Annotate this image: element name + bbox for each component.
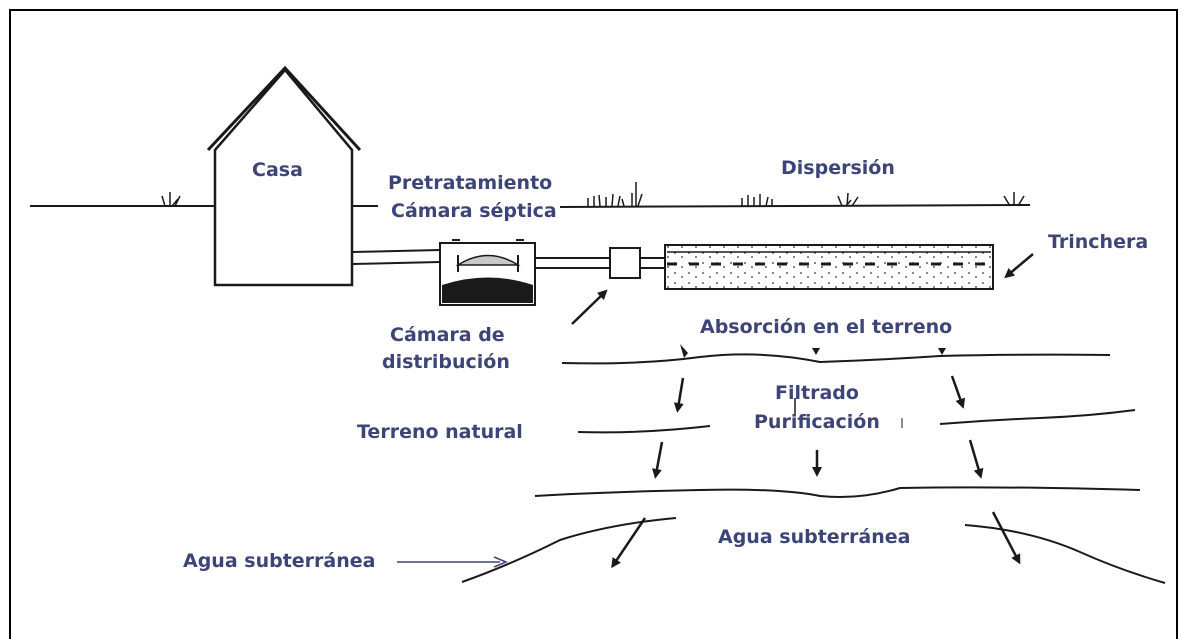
distribution-box [609,247,641,279]
soil-layers [461,353,1166,584]
label-filtrado: Filtrado [775,382,859,404]
label-camara-de: Cámara de [390,324,505,346]
septic-tank [439,239,536,306]
pipe-house-to-tank [351,249,441,265]
label-casa: Casa [252,159,303,181]
house-roof-overhang [206,65,362,152]
label-agua-subterranea-left: Agua subterránea [183,550,376,572]
diagram-frame [9,9,1178,639]
trench [664,244,994,290]
arrow-to-trench [1004,253,1034,279]
label-dispersion: Dispersión [781,157,895,179]
pipe-tank-to-box [535,257,610,269]
grass-tufts [161,182,1025,207]
absorption-ticks [680,344,946,358]
label-terreno-natural: Terreno natural [357,421,523,443]
house-outline [213,68,354,287]
arrow-to-groundwater-head [493,556,508,568]
flow-arrows [611,375,1021,569]
ground-line-right [559,204,1031,208]
label-pretratamiento: Pretratamiento [388,172,553,194]
label-trinchera: Trinchera [1048,231,1149,253]
label-purificacion: Purificación [754,411,880,433]
arrow-to-distribution-box [571,289,608,325]
label-camara-septica: Cámara séptica [391,200,557,222]
label-distribucion: distribución [382,351,510,373]
label-agua-subterranea-center: Agua subterránea [718,526,911,548]
pipe-box-to-trench [640,257,665,269]
label-absorcion: Absorción en el terreno [700,316,953,338]
